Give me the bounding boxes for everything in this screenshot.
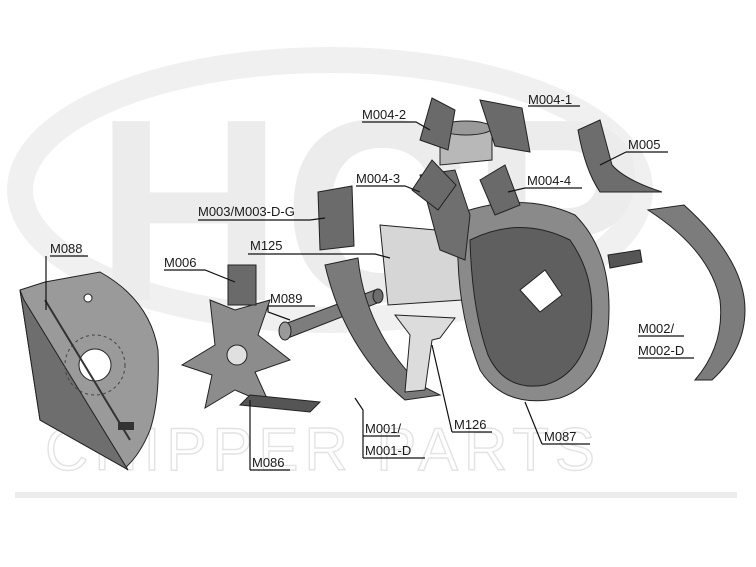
label-m087: M087 <box>544 429 577 444</box>
label-m126: M126 <box>454 417 487 432</box>
part-m006-plate <box>227 264 257 306</box>
leader-lines <box>45 105 694 471</box>
label-m004-3: M004-3 <box>356 171 400 186</box>
part-m005-plate <box>577 119 663 193</box>
label-m004-2: M004-2 <box>362 107 406 122</box>
label-m006: M006 <box>164 255 197 270</box>
label-m089: M089 <box>270 291 303 306</box>
part-m003-plate <box>317 185 355 251</box>
label-m088: M088 <box>50 241 83 256</box>
part-m002-liner <box>646 204 746 381</box>
part-m001-liner <box>324 257 442 401</box>
part-m086-impeller <box>180 264 322 413</box>
callout-labels: M004-1 M004-2 M005 M004-3 M004-4 M003/M0… <box>50 92 684 470</box>
label-m004-1: M004-1 <box>528 92 572 107</box>
label-m003: M003/M003-D-G <box>198 204 295 219</box>
label-m002-d: M002-D <box>638 343 684 358</box>
label-m001-d: M001-D <box>365 443 411 458</box>
label-m001: M001/ <box>365 421 402 436</box>
part-m088-disc-cover <box>19 271 159 471</box>
label-m004-4: M004-4 <box>527 173 571 188</box>
watermark-underline <box>15 492 737 498</box>
label-m125: M125 <box>250 238 283 253</box>
label-m086: M086 <box>252 455 285 470</box>
label-m002: M002/ <box>638 321 675 336</box>
label-m005: M005 <box>628 137 661 152</box>
part-m087-housing <box>419 120 643 402</box>
part-m004-plates <box>411 97 531 216</box>
part-m126-plate <box>393 314 456 393</box>
